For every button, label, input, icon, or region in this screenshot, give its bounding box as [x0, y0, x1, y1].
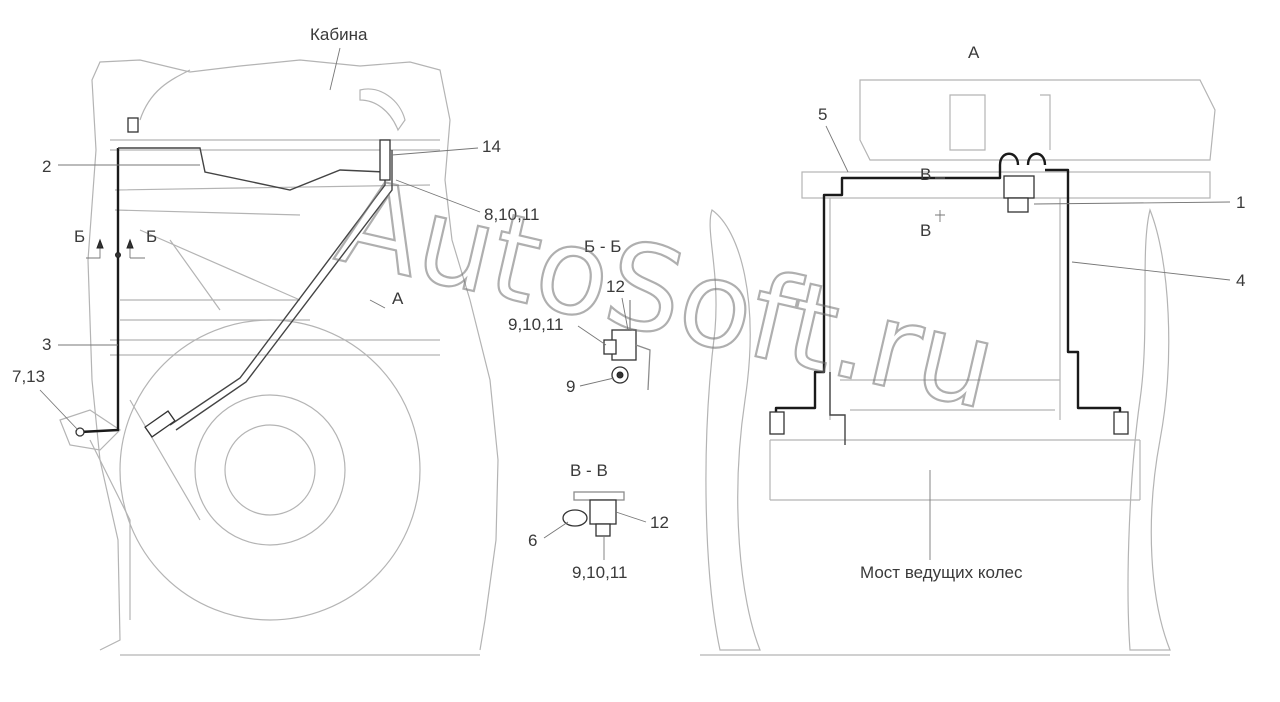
bb-callout-9-10-11-leader: [577, 325, 607, 346]
bb-valve-side: [603, 339, 617, 355]
cab-label: Кабина: [310, 25, 368, 44]
vv-callout-6-leader: [543, 521, 569, 539]
view-a-cab-details: [949, 94, 1051, 151]
bb-nut-center: [616, 371, 624, 379]
bb-callout-9: 9: [566, 377, 575, 396]
section-bb-arrows: [96, 238, 134, 249]
valve-top-left: [127, 117, 139, 133]
callout-4: 4: [1236, 271, 1245, 290]
vv-plate: [573, 491, 625, 501]
section-marker-b-left: Б: [74, 227, 85, 246]
pipe-diagonal-b: [175, 150, 393, 431]
rear-wheel: [119, 319, 421, 621]
section-marker-b-right: Б: [146, 227, 157, 246]
section-vv-marker-lines: [935, 177, 945, 222]
callout-1-leader: [1033, 201, 1231, 205]
view-a-cab: [859, 79, 1216, 161]
arrow-a-line: [369, 299, 386, 309]
callout-8-leader: [395, 179, 481, 213]
fitting-right-wheel: [1113, 411, 1129, 435]
bb-callout-12: 12: [606, 277, 625, 296]
pipe-3-vertical: [79, 148, 120, 434]
bb-bracket: [629, 300, 651, 391]
cab-vent: [359, 88, 406, 132]
hose-fitting: [144, 410, 176, 438]
callout-14-leader: [391, 147, 479, 156]
pipe-5-left: [774, 165, 1002, 425]
callout-5: 5: [818, 105, 827, 124]
callout-3: 3: [42, 335, 51, 354]
wheel-axle: [224, 424, 316, 516]
bb-callout-9-10-11: 9,10,11: [508, 315, 563, 334]
cab-outline: [87, 59, 499, 651]
valve-1: [1003, 175, 1035, 199]
arrow-a-label: А: [392, 289, 404, 308]
fitting-left-wheel: [769, 411, 785, 435]
vv-fitting: [595, 523, 611, 537]
callout-1: 1: [1236, 193, 1245, 212]
section-vv-title: В - В: [570, 461, 608, 480]
callout-14: 14: [482, 137, 501, 156]
section-bb-title: Б - Б: [584, 237, 621, 256]
section-bb: Б - Б 12 9,10,11 9: [508, 237, 651, 396]
callout-2: 2: [42, 157, 51, 176]
vv-callout-12-leader: [615, 511, 647, 523]
pipe-2-upper: [118, 147, 386, 191]
pipe-loops: [998, 152, 1047, 166]
cab-leader: [329, 47, 341, 91]
bridge-label: Мост ведущих колес: [860, 563, 1023, 582]
pipe-lower-left: [829, 372, 846, 445]
bracket-14: [379, 139, 391, 181]
vv-callout-12: 12: [650, 513, 669, 532]
vv-valve-body: [589, 499, 617, 525]
side-view: Б Б А Кабина 2 14 8,10,11 3 7,13: [12, 25, 539, 656]
vv-callout-9-10-11: 9,10,11: [572, 563, 627, 582]
section-marker-v-bottom: В: [920, 221, 931, 240]
callout-4-leader: [1071, 261, 1231, 281]
pipe-4-right: [1045, 168, 1122, 425]
callout-7-leader: [39, 389, 79, 431]
drive-unit: [59, 409, 121, 451]
bb-callout-9-leader: [579, 377, 615, 387]
frame-rail: [110, 339, 440, 356]
view-a-left-wheel: [705, 209, 761, 651]
cab-handle: [139, 69, 191, 121]
view-a-frame: [829, 198, 1061, 420]
view-a-right-wheel: [1127, 208, 1171, 651]
view-a: А В В 5 1 4 Мост ведущих колес: [700, 43, 1245, 656]
valve-1-base: [1007, 197, 1029, 213]
watermark: AutoSoft.ru: [326, 151, 1008, 436]
axle-housing: [89, 399, 201, 620]
vv-callout-6: 6: [528, 531, 537, 550]
view-a-title: А: [968, 43, 980, 62]
callout-5-leader: [825, 125, 849, 173]
callout-8-10-11: 8,10,11: [484, 205, 539, 224]
section-vv: В - В 6 12 9,10,11: [528, 461, 669, 582]
vv-nut-6: [562, 509, 588, 527]
callout-7-13: 7,13: [12, 367, 45, 386]
section-marker-v-top: В: [920, 165, 931, 184]
drive-bridge: [769, 439, 1141, 501]
wheel-hub: [194, 394, 346, 546]
section-point-b: [115, 252, 121, 258]
bb-callout-12-leader: [621, 297, 629, 331]
frame-lines: [114, 184, 431, 321]
